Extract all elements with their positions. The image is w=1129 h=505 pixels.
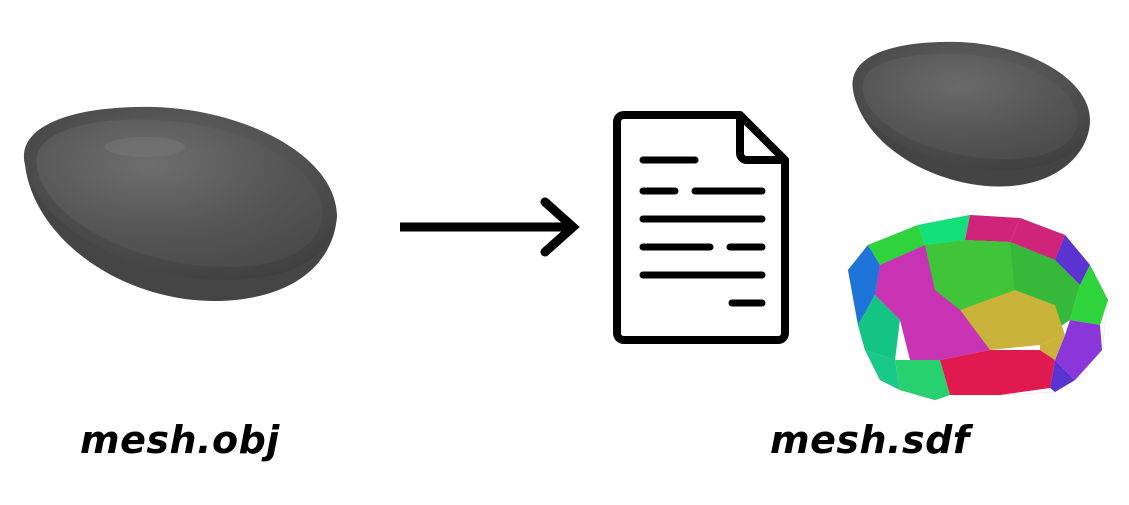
document-icon xyxy=(613,111,789,344)
decomposition-part xyxy=(965,215,1020,242)
decomposition-part xyxy=(1010,242,1080,305)
decomposition-part xyxy=(848,245,880,325)
decomposition-part xyxy=(960,290,1065,350)
decomposition-part xyxy=(918,215,970,245)
decomposition-part xyxy=(1050,360,1075,392)
decomposition-part xyxy=(865,350,900,390)
decomposition-part xyxy=(1070,265,1108,325)
decomposition-part xyxy=(875,245,935,320)
decomposition-part xyxy=(1055,320,1102,380)
decomposition-part xyxy=(925,240,1015,310)
decomposition-part xyxy=(858,295,900,360)
output-bowl-mesh-icon xyxy=(852,41,1090,187)
decomposition-part xyxy=(1040,335,1065,360)
input-filename-label: mesh.obj xyxy=(80,418,280,462)
decomposition-part xyxy=(1010,218,1065,260)
decomposition-part xyxy=(900,290,990,360)
decomposition-part xyxy=(868,225,925,265)
decomposition-part xyxy=(895,360,950,400)
decomposition-part xyxy=(1055,235,1090,285)
decomposition-part xyxy=(940,350,1055,395)
source-bowl-mesh-icon xyxy=(23,106,338,302)
right-arrow-icon xyxy=(400,197,580,257)
output-filename-label: mesh.sdf xyxy=(770,418,970,462)
convex-decomposition-icon xyxy=(847,214,1109,401)
